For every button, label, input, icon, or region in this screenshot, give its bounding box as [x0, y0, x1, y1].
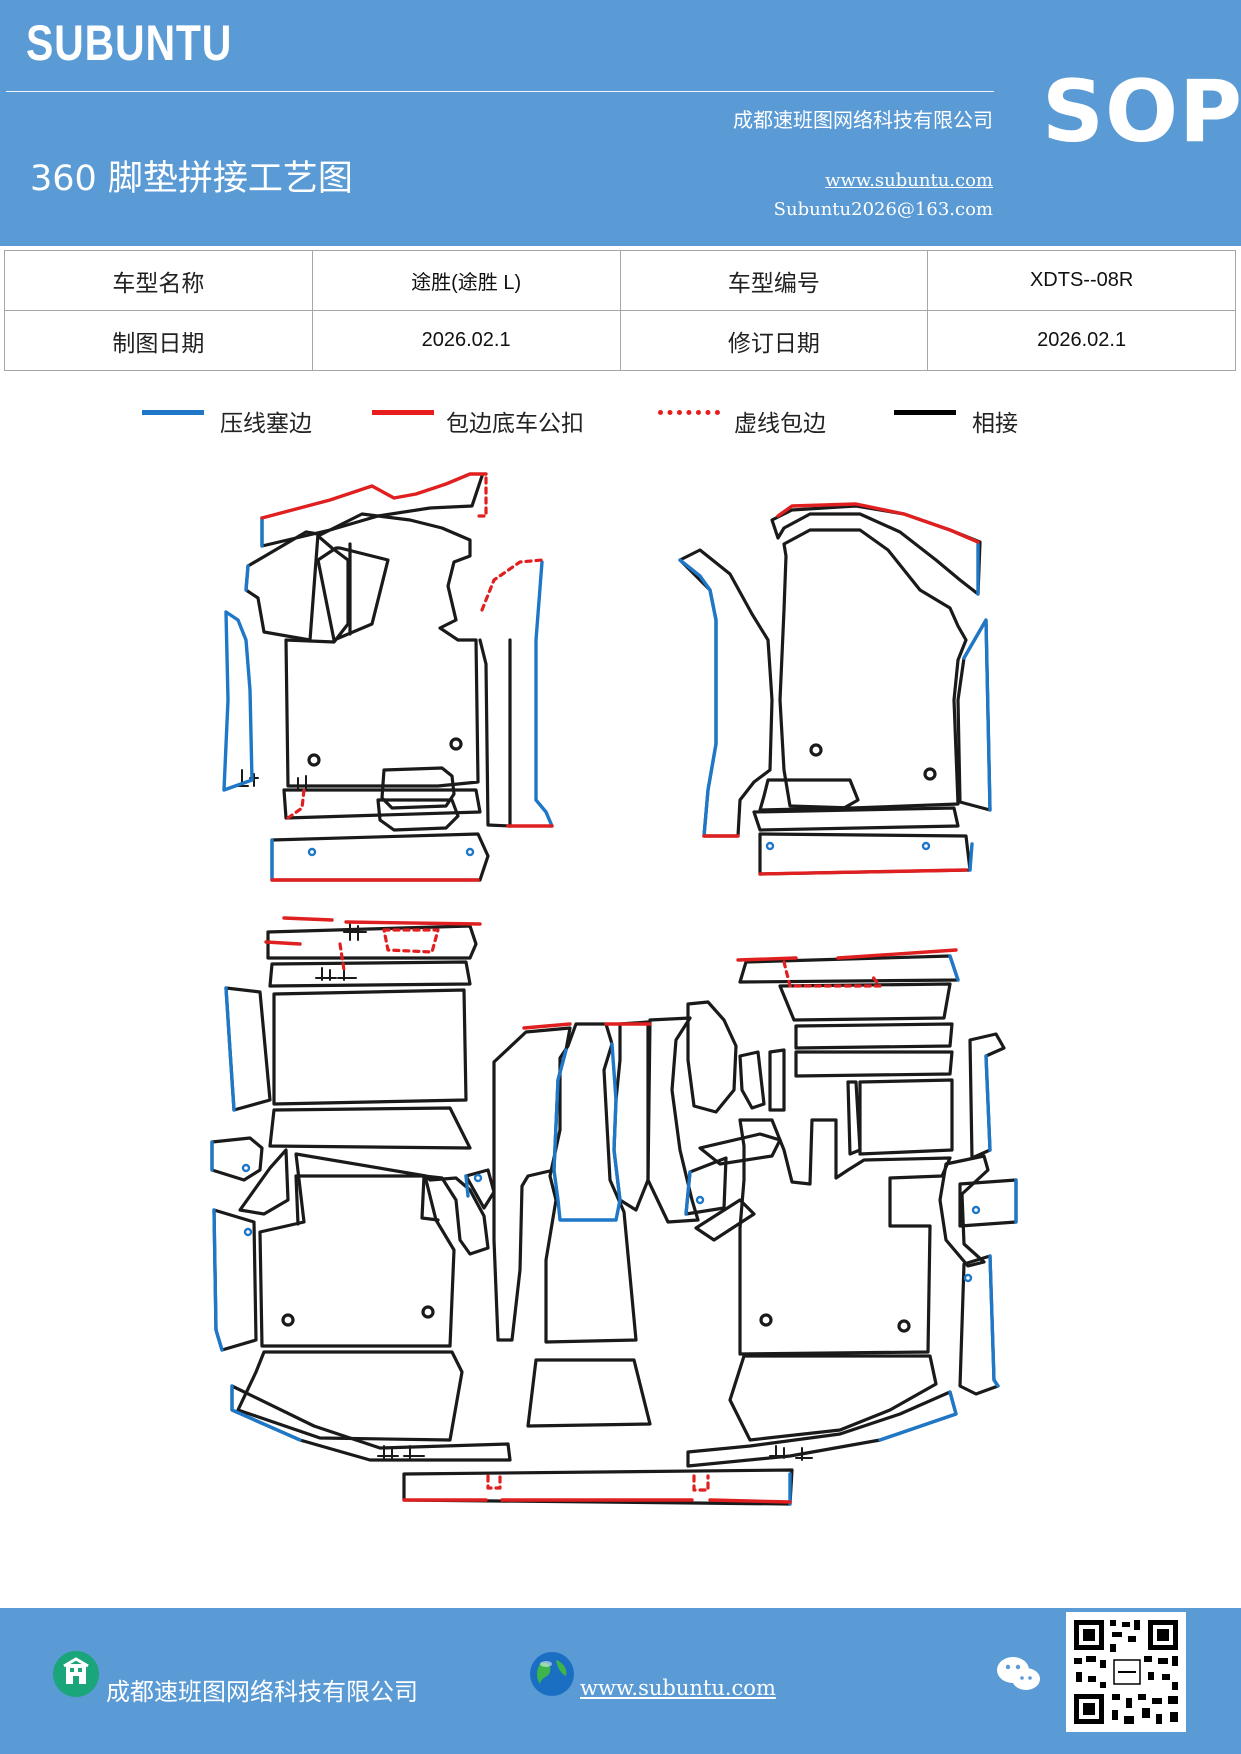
mat-piece [778, 982, 952, 1022]
mat-piece [380, 766, 456, 810]
model-name-value: 途胜(途胜 L) [311, 250, 621, 311]
footer-company: 成都速班图网络科技有限公司 [106, 1678, 418, 1706]
mat-piece [770, 504, 982, 596]
mat-piece [244, 530, 320, 642]
mat-piece [752, 806, 960, 832]
globe-icon [530, 1652, 574, 1696]
mat-piece [478, 638, 512, 828]
mat-piece [266, 924, 478, 960]
mat-piece [694, 1198, 756, 1242]
joint-marks [237, 769, 813, 1461]
seam [294, 1174, 440, 1226]
qr-code-graphic [1074, 1620, 1178, 1724]
hole [307, 753, 321, 767]
company-name: 成都速班图网络科技有限公司 [733, 108, 993, 132]
mat-piece [544, 1022, 638, 1344]
mat-piece [846, 1080, 862, 1156]
hole [809, 743, 823, 757]
model-code-value: XDTS--08R [927, 250, 1236, 311]
hole [281, 1313, 295, 1327]
building-icon [53, 1651, 99, 1697]
legend-swatch-blue [142, 410, 204, 415]
mat-piece [738, 1118, 952, 1356]
revise-date-value: 2026.02.1 [927, 310, 1236, 371]
hole [759, 1313, 773, 1327]
mat-piece [758, 832, 972, 876]
mat-piece [684, 1156, 728, 1216]
draw-date-value: 2026.02.1 [311, 310, 621, 371]
model-code-label: 车型编号 [619, 250, 929, 311]
website-link[interactable]: www.subuntu.com [825, 170, 993, 191]
mat-piece [316, 546, 390, 642]
mat-piece [794, 1050, 954, 1078]
qr-code[interactable] [1066, 1612, 1186, 1732]
legend-label: 虚线包边 [734, 411, 826, 437]
floor-mat-diagram [210, 472, 1018, 1506]
mat-piece [238, 1148, 290, 1216]
legend-label: 相接 [972, 411, 1018, 437]
model-name-label: 车型名称 [4, 250, 313, 311]
red-dotted-edges [286, 476, 882, 1492]
mat-piece [272, 988, 468, 1106]
document-title: 360 脚垫拼接工艺图 [30, 159, 353, 199]
clip-holes [241, 841, 981, 1283]
table-row: 制图日期 2026.02.1 修订日期 2026.02.1 [4, 310, 1236, 371]
mat-piece [738, 1050, 766, 1110]
mat-piece [768, 1048, 786, 1112]
mat-piece [778, 528, 968, 810]
mat-piece [794, 1022, 954, 1050]
mat-piece [728, 1354, 938, 1442]
header-divider [6, 91, 994, 92]
red-edges [260, 472, 980, 1504]
legend-label: 压线塞边 [220, 411, 312, 437]
mat-piece [270, 832, 490, 882]
mat-piece [646, 1016, 700, 1224]
brand-logo: SUBUNTU [26, 15, 233, 71]
hole [897, 1319, 911, 1333]
draw-date-label: 制图日期 [4, 310, 313, 371]
mat-piece [268, 1106, 472, 1150]
legend-swatch-red [372, 410, 434, 415]
contact-email[interactable]: Subuntu2026@163.com [773, 199, 993, 220]
mat-piece [758, 778, 860, 812]
mat-piece [858, 1078, 954, 1156]
mat-piece [938, 1154, 990, 1268]
blue-edges [210, 516, 1018, 1506]
mat-piece [678, 548, 774, 838]
hole [449, 737, 463, 751]
mat-piece [376, 798, 460, 832]
mat-piece [686, 1000, 738, 1114]
hole [923, 767, 937, 781]
mat-piece [258, 1152, 490, 1348]
mat-piece [268, 960, 472, 988]
sop-badge: SOP [1042, 62, 1241, 162]
mat-outlines [210, 474, 1018, 1506]
mat-piece [282, 788, 482, 820]
hole [421, 1305, 435, 1319]
vehicle-info-table: 车型名称 途胜(途胜 L) 车型编号 XDTS--08R 制图日期 2026.0… [4, 250, 1236, 371]
wechat-icon[interactable] [996, 1654, 1042, 1694]
legend-swatch-black [894, 410, 956, 415]
mat-piece [526, 1358, 652, 1428]
mat-piece [284, 512, 480, 788]
mat-piece [236, 1350, 464, 1442]
footer-website-link[interactable]: www.subuntu.com [580, 1676, 776, 1700]
mat-piece [698, 1132, 782, 1166]
mat-piece [210, 1136, 264, 1182]
legend-label: 包边底车公扣 [446, 411, 584, 437]
legend-swatch-red-dotted [658, 410, 720, 415]
revise-date-label: 修订日期 [619, 310, 929, 371]
header-banner [0, 0, 1241, 246]
table-row: 车型名称 途胜(途胜 L) 车型编号 XDTS--08R [4, 250, 1236, 311]
